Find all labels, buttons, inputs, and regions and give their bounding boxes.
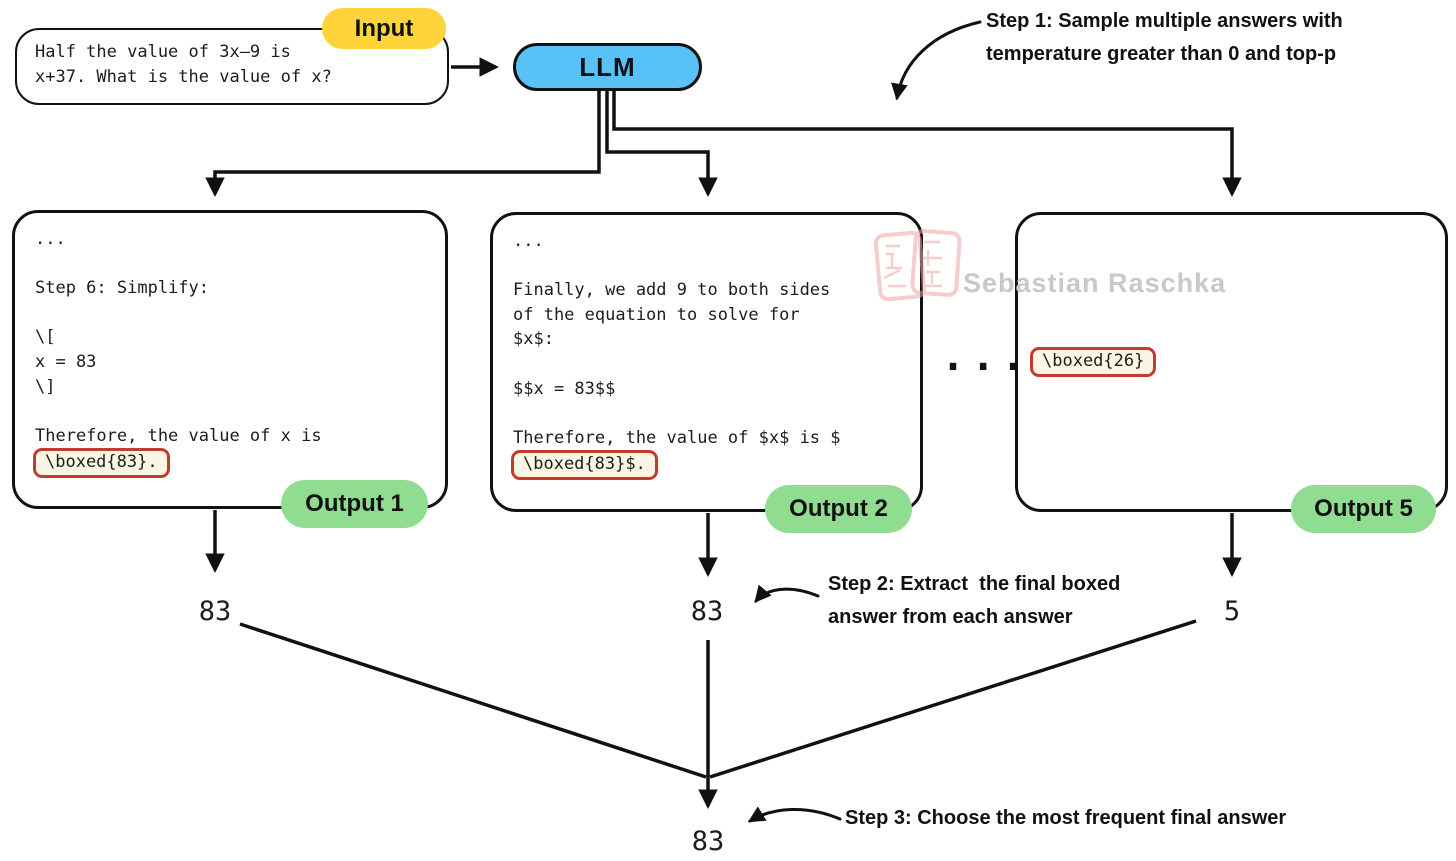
arrow-llm-to-output5	[612, 91, 1242, 197]
arrow-llm-to-output1	[205, 91, 601, 197]
input-badge: Input	[322, 8, 446, 49]
step3-annotation: Step 3: Choose the most frequent final a…	[845, 807, 1287, 829]
step2-annotation: Step 2: Extract the final boxed answer f…	[828, 573, 1121, 628]
output1-box: ... Step 6: Simplify: \[ x = 83 \] There…	[12, 210, 448, 509]
output5-box: \boxed{26}	[1015, 212, 1448, 512]
output2-box: ... Finally, we add 9 to both sides of t…	[490, 212, 923, 512]
line-answer1-converge	[239, 622, 707, 779]
output1-boxed-highlight: \boxed{83}.	[33, 448, 170, 479]
output2-text: ... Finally, we add 9 to both sides of t…	[513, 231, 841, 448]
arrow-llm-to-output2	[605, 91, 718, 197]
step1-pointer-arrow	[891, 20, 982, 101]
output5-boxed-highlight: \boxed{26}	[1030, 347, 1157, 377]
output1-badge: Output 1	[281, 480, 428, 528]
output1-text: ... Step 6: Simplify: \[ x = 83 \] There…	[35, 229, 322, 446]
output5-badge: Output 5	[1291, 485, 1436, 533]
extracted-answer-2: 83	[690, 596, 724, 627]
extracted-answer-5: 5	[1223, 596, 1241, 627]
step2-pointer-arrow	[754, 584, 820, 603]
llm-node: LLM	[513, 43, 702, 91]
output2-boxed-highlight: \boxed{83}$.	[511, 450, 658, 481]
input-question-text: Half the value of 3x–9 is x+37. What is …	[35, 42, 332, 87]
line-answer5-converge	[709, 619, 1197, 779]
step3-pointer-arrow	[747, 806, 842, 823]
step1-annotation: Step 1: Sample multiple answers with tem…	[986, 10, 1343, 65]
extracted-answer-1: 83	[198, 596, 232, 627]
output2-badge: Output 2	[765, 485, 912, 533]
final-answer: 83	[691, 826, 725, 857]
